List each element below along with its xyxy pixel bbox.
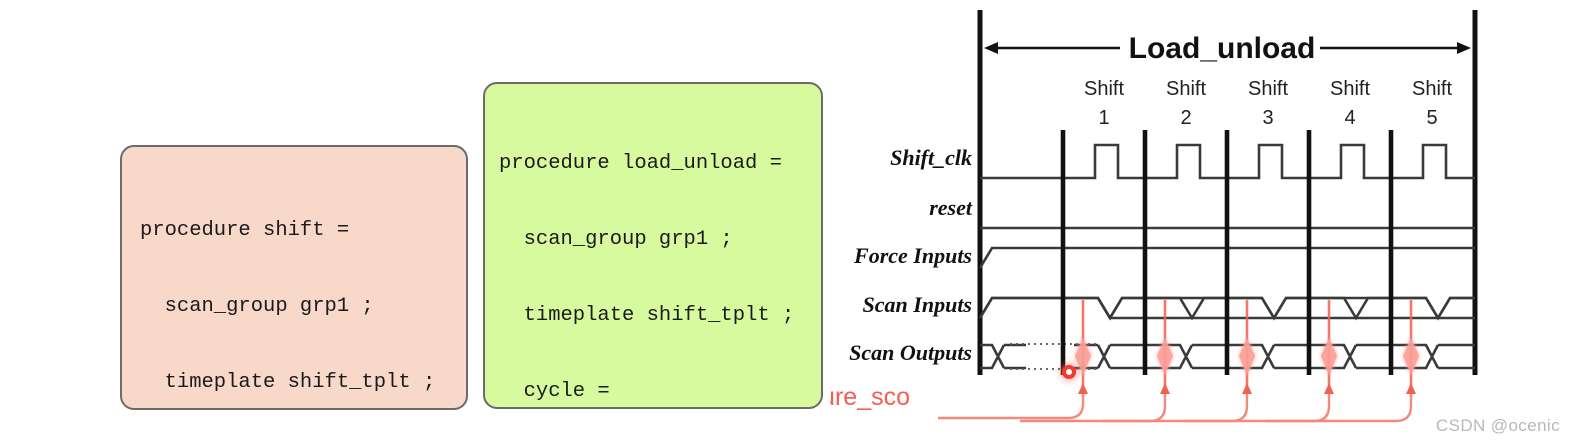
load-unload-span-label: Load_unload (1129, 32, 1316, 65)
measure-eye-diamond (1403, 338, 1419, 375)
measure-arrowhead (1078, 383, 1088, 394)
cycle-label-name: Shift (1412, 78, 1452, 100)
signal-label-reset: reset (929, 195, 973, 220)
measure-arrowhead (1160, 383, 1170, 394)
code-line: scan_group grp1 ; (140, 295, 374, 319)
code-line: procedure shift = (140, 218, 350, 242)
cycle-label-name: Shift (1330, 78, 1370, 100)
signal-label-scan-outputs: Scan Outputs (849, 340, 972, 365)
measure-point-marker-core (1066, 369, 1072, 375)
cycle-label-name: Shift (1166, 78, 1206, 100)
measure-leader-line (1184, 394, 1331, 423)
measure-leader-line (1266, 394, 1413, 423)
signal-label-scan-inputs: Scan Inputs (863, 292, 972, 317)
measure-leader-line (938, 394, 1085, 420)
cycle-marker-group (1060, 130, 1394, 375)
cycle-label-name: Shift (1084, 78, 1124, 100)
code-line: procedure load_unload = (499, 151, 782, 175)
cycle-label-number: 2 (1180, 107, 1191, 129)
load-unload-procedure-code-box: procedure load_unload = scan_group grp1 … (483, 82, 823, 409)
shift-procedure-code-box: procedure shift = scan_group grp1 ; time… (120, 145, 468, 410)
signal-trace-force-inputs (978, 246, 1475, 269)
code-line: timeplate shift_tplt ; (140, 371, 436, 395)
signal-trace-scan-inputs-bottom (1096, 297, 1475, 320)
scan-outputs-unknown-dotted (1010, 343, 1096, 370)
measure-arrowhead (1406, 383, 1416, 394)
cycle-label-number: 4 (1344, 107, 1355, 129)
cycle-label-number: 1 (1098, 107, 1109, 129)
cycle-label-number: 3 (1262, 107, 1273, 129)
timing-waveform-diagram: Load_unload Shift 1 Shift 2 Shift 3 Shif… (830, 10, 1478, 423)
csdn-watermark: CSDN @ocenic (1435, 416, 1560, 435)
measure-eye-diamond (1321, 338, 1337, 375)
cycle-label-name: Shift (1248, 78, 1288, 100)
measure-eye-diamond (1157, 338, 1173, 375)
measure-arrowhead (1324, 383, 1334, 394)
measure-sco-label: measure_sco (830, 383, 910, 411)
measure-eye-diamond (1075, 338, 1091, 375)
cycle-label-number: 5 (1426, 107, 1437, 129)
signal-label-force-inputs: Force Inputs (853, 243, 972, 268)
code-line: cycle = (499, 380, 610, 404)
code-line: scan_group grp1 ; (499, 228, 733, 252)
signal-trace-scan-outputs-top (980, 343, 1475, 370)
measure-arrowhead (1242, 383, 1252, 394)
signal-label-shift-clk: Shift_clk (890, 145, 972, 170)
measure-leader-line (1102, 394, 1249, 423)
signal-trace-shift-clk (980, 143, 1475, 180)
measure-sco-annotation: measure_sco (830, 300, 1419, 423)
measure-eye-diamond (1239, 338, 1255, 375)
signal-trace-scan-outputs-seg (1004, 343, 1098, 370)
load-unload-span-arrow (984, 42, 1471, 54)
code-line: timeplate shift_tplt ; (499, 304, 795, 328)
